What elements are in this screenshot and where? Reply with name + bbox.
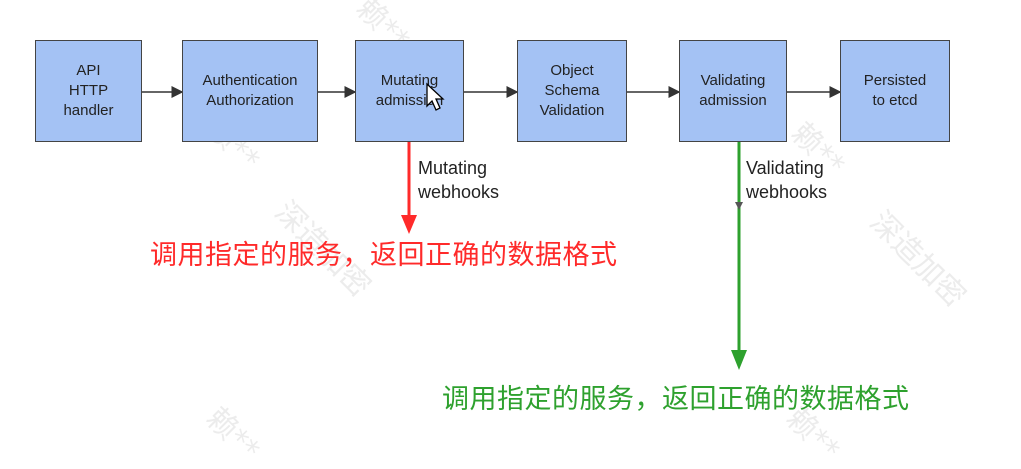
mutating-webhook-arrowhead (401, 215, 417, 234)
box-object-schema-validation: Object Schema Validation (517, 40, 627, 142)
box-api-http-handler: API HTTP handler (35, 40, 142, 142)
connector-layer (142, 86, 842, 370)
mutating-annotation-text: 调用指定的服务，返回正确的数据格式 (150, 240, 618, 271)
box-mutating-admission: Mutating admission (355, 40, 464, 142)
validating-webhook-small-arrow (735, 202, 743, 210)
validating-webhooks-label: Validating webhooks (746, 158, 828, 202)
box-validating-admission: Validating admission (679, 40, 787, 142)
mutating-webhooks-label: Mutating webhooks (418, 158, 500, 202)
validating-annotation-text: 调用指定的服务，返回正确的数据格式 (442, 384, 910, 415)
validating-webhook-arrowhead (731, 350, 747, 370)
box-authentication-authorization: Authentication Authorization (182, 40, 318, 142)
box-persisted-to-etcd: Persisted to etcd (840, 40, 950, 142)
admission-flow-diagram: 赖** 深造加密 赖** 深造加密 赖** 赖** 赖** API (35, 0, 972, 468)
